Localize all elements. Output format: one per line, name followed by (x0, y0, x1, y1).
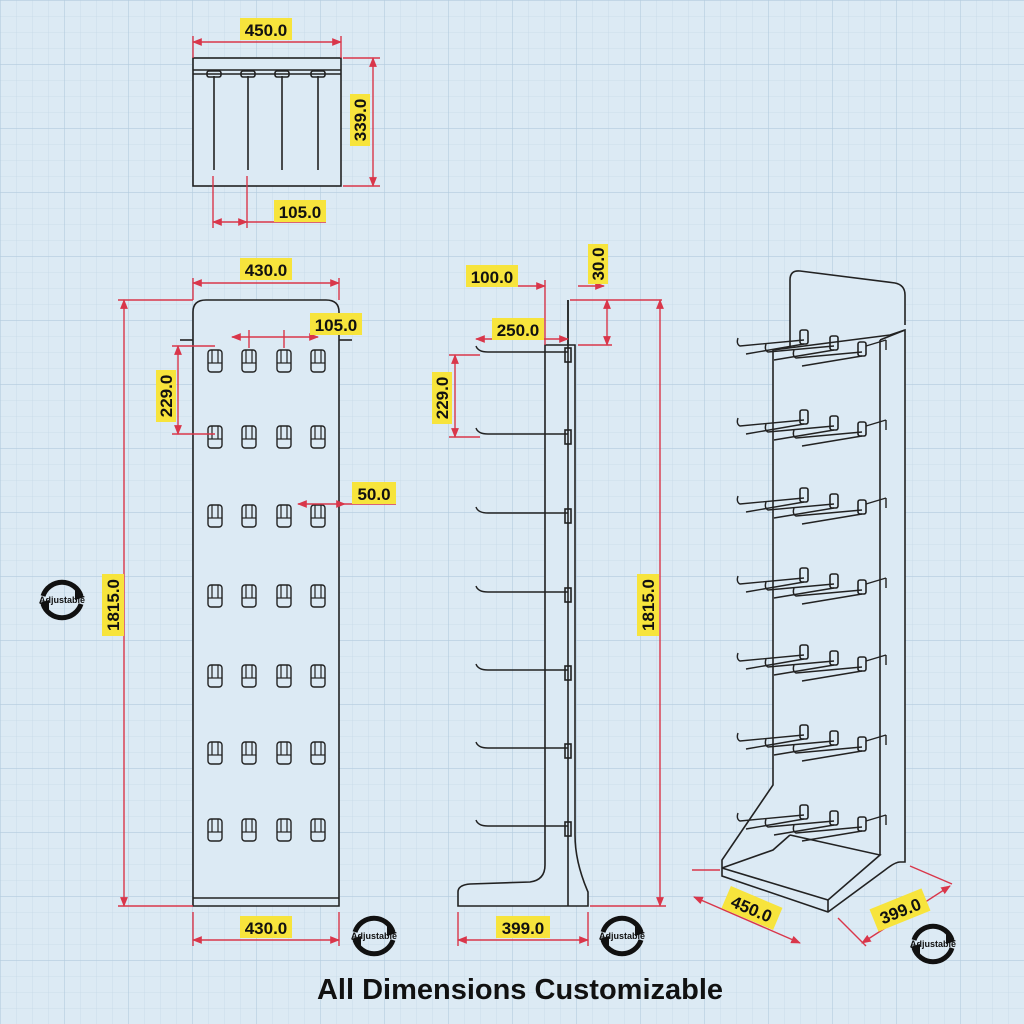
adjustable-badge-iso: Adjustable (910, 926, 956, 962)
hook-arm (745, 658, 805, 670)
side-view: 100.0 30.0 250.0 229.0 1815.0 399.0 Adju… (432, 244, 666, 954)
hook-arm (745, 581, 805, 593)
hook-arm (736, 337, 805, 347)
caption: All Dimensions Customizable (317, 974, 723, 1006)
hook-arm (764, 501, 835, 511)
adjustable-badge-left: Adjustable (39, 582, 85, 618)
hook-arm (475, 345, 568, 353)
side-offset-label: 100.0 (471, 268, 514, 287)
hook-mount (564, 587, 572, 603)
hook-arm (865, 497, 887, 505)
adjustable-left-label: Adjustable (39, 595, 85, 605)
hook-arm (745, 738, 805, 750)
side-height-label: 1815.0 (639, 579, 658, 631)
hook-arm (745, 423, 805, 435)
top-hook-spacing-label: 105.0 (279, 203, 322, 222)
hook-arm (792, 429, 863, 439)
hook-mount (564, 347, 572, 363)
hook-arm (865, 577, 887, 585)
hook-arm (764, 581, 835, 591)
hook-arm (792, 664, 863, 674)
hook-arm (736, 812, 805, 822)
hook-arm (801, 750, 863, 762)
front-height-label: 1815.0 (104, 579, 123, 631)
side-hook-length-label: 250.0 (497, 321, 540, 340)
hook-mount (564, 821, 572, 837)
front-bottom-width-label: 430.0 (245, 919, 288, 938)
hook-mount (564, 508, 572, 524)
hook-arm (475, 585, 568, 593)
hook-arm (801, 593, 863, 605)
hook-arm (764, 423, 835, 433)
hook-arm (764, 818, 835, 828)
isometric-view: 450.0 399.0 Adjustable (692, 270, 956, 962)
side-row-spacing-label: 229.0 (433, 377, 452, 420)
hook-arm (773, 507, 835, 519)
hook-arm (764, 658, 835, 668)
hook-arm (736, 495, 805, 505)
hook-arm (475, 506, 568, 514)
hook-arm (475, 663, 568, 671)
top-view: 450.0 339.0 105.0 (192, 18, 380, 228)
hook-arm (773, 744, 835, 756)
hook-arm (865, 814, 887, 822)
hook-arm (745, 343, 805, 355)
hook-arm (801, 513, 863, 525)
adjustable-iso-label: Adjustable (910, 939, 956, 949)
hook-arm (792, 349, 863, 359)
hook-mount (564, 429, 572, 445)
hook-arm (865, 654, 887, 662)
hook-arm (773, 429, 835, 441)
adjustable-side-label: Adjustable (599, 931, 645, 941)
hook-arm (475, 427, 568, 435)
adjustable-badge-front: Adjustable (351, 918, 397, 954)
hook-arm (773, 587, 835, 599)
hook-arm (736, 417, 805, 427)
side-depth-label: 399.0 (502, 919, 545, 938)
front-view: 430.0 105.0 229.0 50.0 1815.0 430.0 Adju… (39, 258, 397, 954)
hook-arm (764, 343, 835, 353)
top-width-label: 450.0 (245, 21, 288, 40)
hook-arm (792, 507, 863, 517)
hook-arm (801, 670, 863, 682)
hook-arm (792, 744, 863, 754)
hook-mount (564, 665, 572, 681)
hook-arm (475, 741, 568, 749)
top-depth-label: 339.0 (351, 99, 370, 142)
hook-arm (736, 652, 805, 662)
hook-arm (865, 734, 887, 742)
hook-arm (773, 664, 835, 676)
hook-arm (792, 824, 863, 834)
hook-arm (792, 587, 863, 597)
hook-arm (801, 355, 863, 367)
hook-arm (745, 818, 805, 830)
front-row-spacing-label: 229.0 (157, 375, 176, 418)
front-hook-spacing-label: 105.0 (315, 316, 358, 335)
adjustable-badge-side: Adjustable (599, 918, 645, 954)
hook-arm (475, 819, 568, 827)
hook-arm (736, 575, 805, 585)
front-top-width-label: 430.0 (245, 261, 288, 280)
side-top-gap-label: 30.0 (589, 247, 608, 280)
hook-arm (745, 501, 805, 513)
front-hook-width-label: 50.0 (357, 485, 390, 504)
hook-arm (801, 435, 863, 447)
adjustable-front-label: Adjustable (351, 931, 397, 941)
hook-arm (736, 732, 805, 742)
hook-arm (773, 824, 835, 836)
hook-arm (865, 419, 887, 427)
hook-arm (773, 349, 835, 361)
hook-arm (801, 830, 863, 842)
hook-arm (865, 339, 887, 347)
hook-mount (564, 743, 572, 759)
hook-arm (764, 738, 835, 748)
